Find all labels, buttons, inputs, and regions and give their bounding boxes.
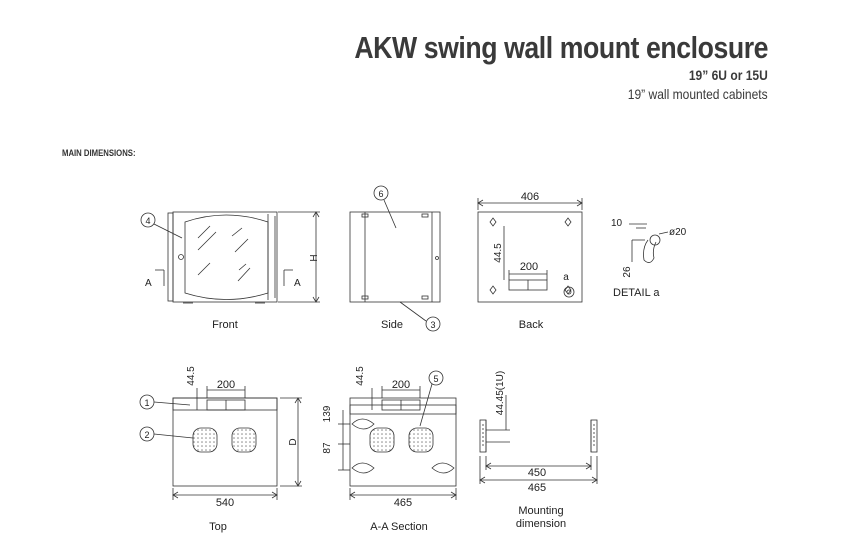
dim-height: H (309, 254, 320, 261)
page-subtitle: 19” 6U or 15U (689, 67, 768, 83)
dim-540: 540 (216, 497, 234, 509)
callout-1-label: 1 (144, 398, 149, 408)
dim-mounting-465: 465 (528, 482, 546, 494)
callout-2-label: 2 (144, 430, 149, 440)
callout-5-label: 5 (433, 374, 438, 384)
dim-section-465: 465 (394, 497, 412, 509)
back-view-label: Back (519, 319, 544, 331)
dim-section-200: 200 (392, 379, 410, 391)
detail-marker-a: a (563, 272, 569, 283)
mounting-view-label: Mounting (518, 505, 563, 517)
callout-6 (373, 185, 389, 201)
back-view (477, 198, 583, 303)
dim-1u: 44.45(1U) (495, 371, 506, 415)
callout-4-label: 4 (145, 216, 150, 226)
section-mark-right: A (294, 278, 301, 289)
dim-87: 87 (322, 442, 333, 454)
dim-section-44-5: 44.5 (355, 366, 366, 386)
callout-5 (428, 370, 444, 386)
dim-depth: D (288, 438, 299, 445)
mounting-dimension-view (479, 395, 598, 484)
callout-3-label: 3 (430, 320, 435, 330)
dim-406: 406 (521, 191, 539, 203)
callout-3 (425, 316, 441, 332)
top-view-label: Top (209, 521, 227, 533)
front-view-label: Front (212, 319, 238, 331)
dim-450: 450 (528, 467, 546, 479)
dim-phi20: ø20 (669, 227, 687, 238)
mounting-view-label-2: dimension (516, 518, 566, 530)
callout-4 (140, 212, 156, 228)
dim-139: 139 (322, 405, 333, 422)
dim-26: 26 (622, 266, 633, 278)
top-view (172, 386, 302, 500)
page-title: AKW swing wall mount enclosure (354, 30, 768, 65)
detail-a (629, 223, 669, 263)
side-view-label: Side (381, 319, 403, 331)
dim-back-200: 200 (520, 261, 538, 273)
dim-back-44-5: 44.5 (493, 243, 504, 263)
front-view (155, 211, 320, 304)
section-mark-left: A (145, 278, 152, 289)
callout-6-label: 6 (378, 189, 383, 199)
section-view-label: A-A Section (370, 521, 427, 533)
dim-10: 10 (611, 218, 623, 229)
side-view (349, 211, 441, 303)
section-view (338, 386, 457, 500)
dim-top-44-5: 44.5 (186, 366, 197, 386)
dim-top-200: 200 (217, 379, 235, 391)
detail-view-label: DETAIL a (613, 287, 660, 299)
section-heading: MAIN DIMENSIONS: (62, 148, 136, 158)
page-tagline: 19” wall mounted cabinets (628, 86, 768, 102)
